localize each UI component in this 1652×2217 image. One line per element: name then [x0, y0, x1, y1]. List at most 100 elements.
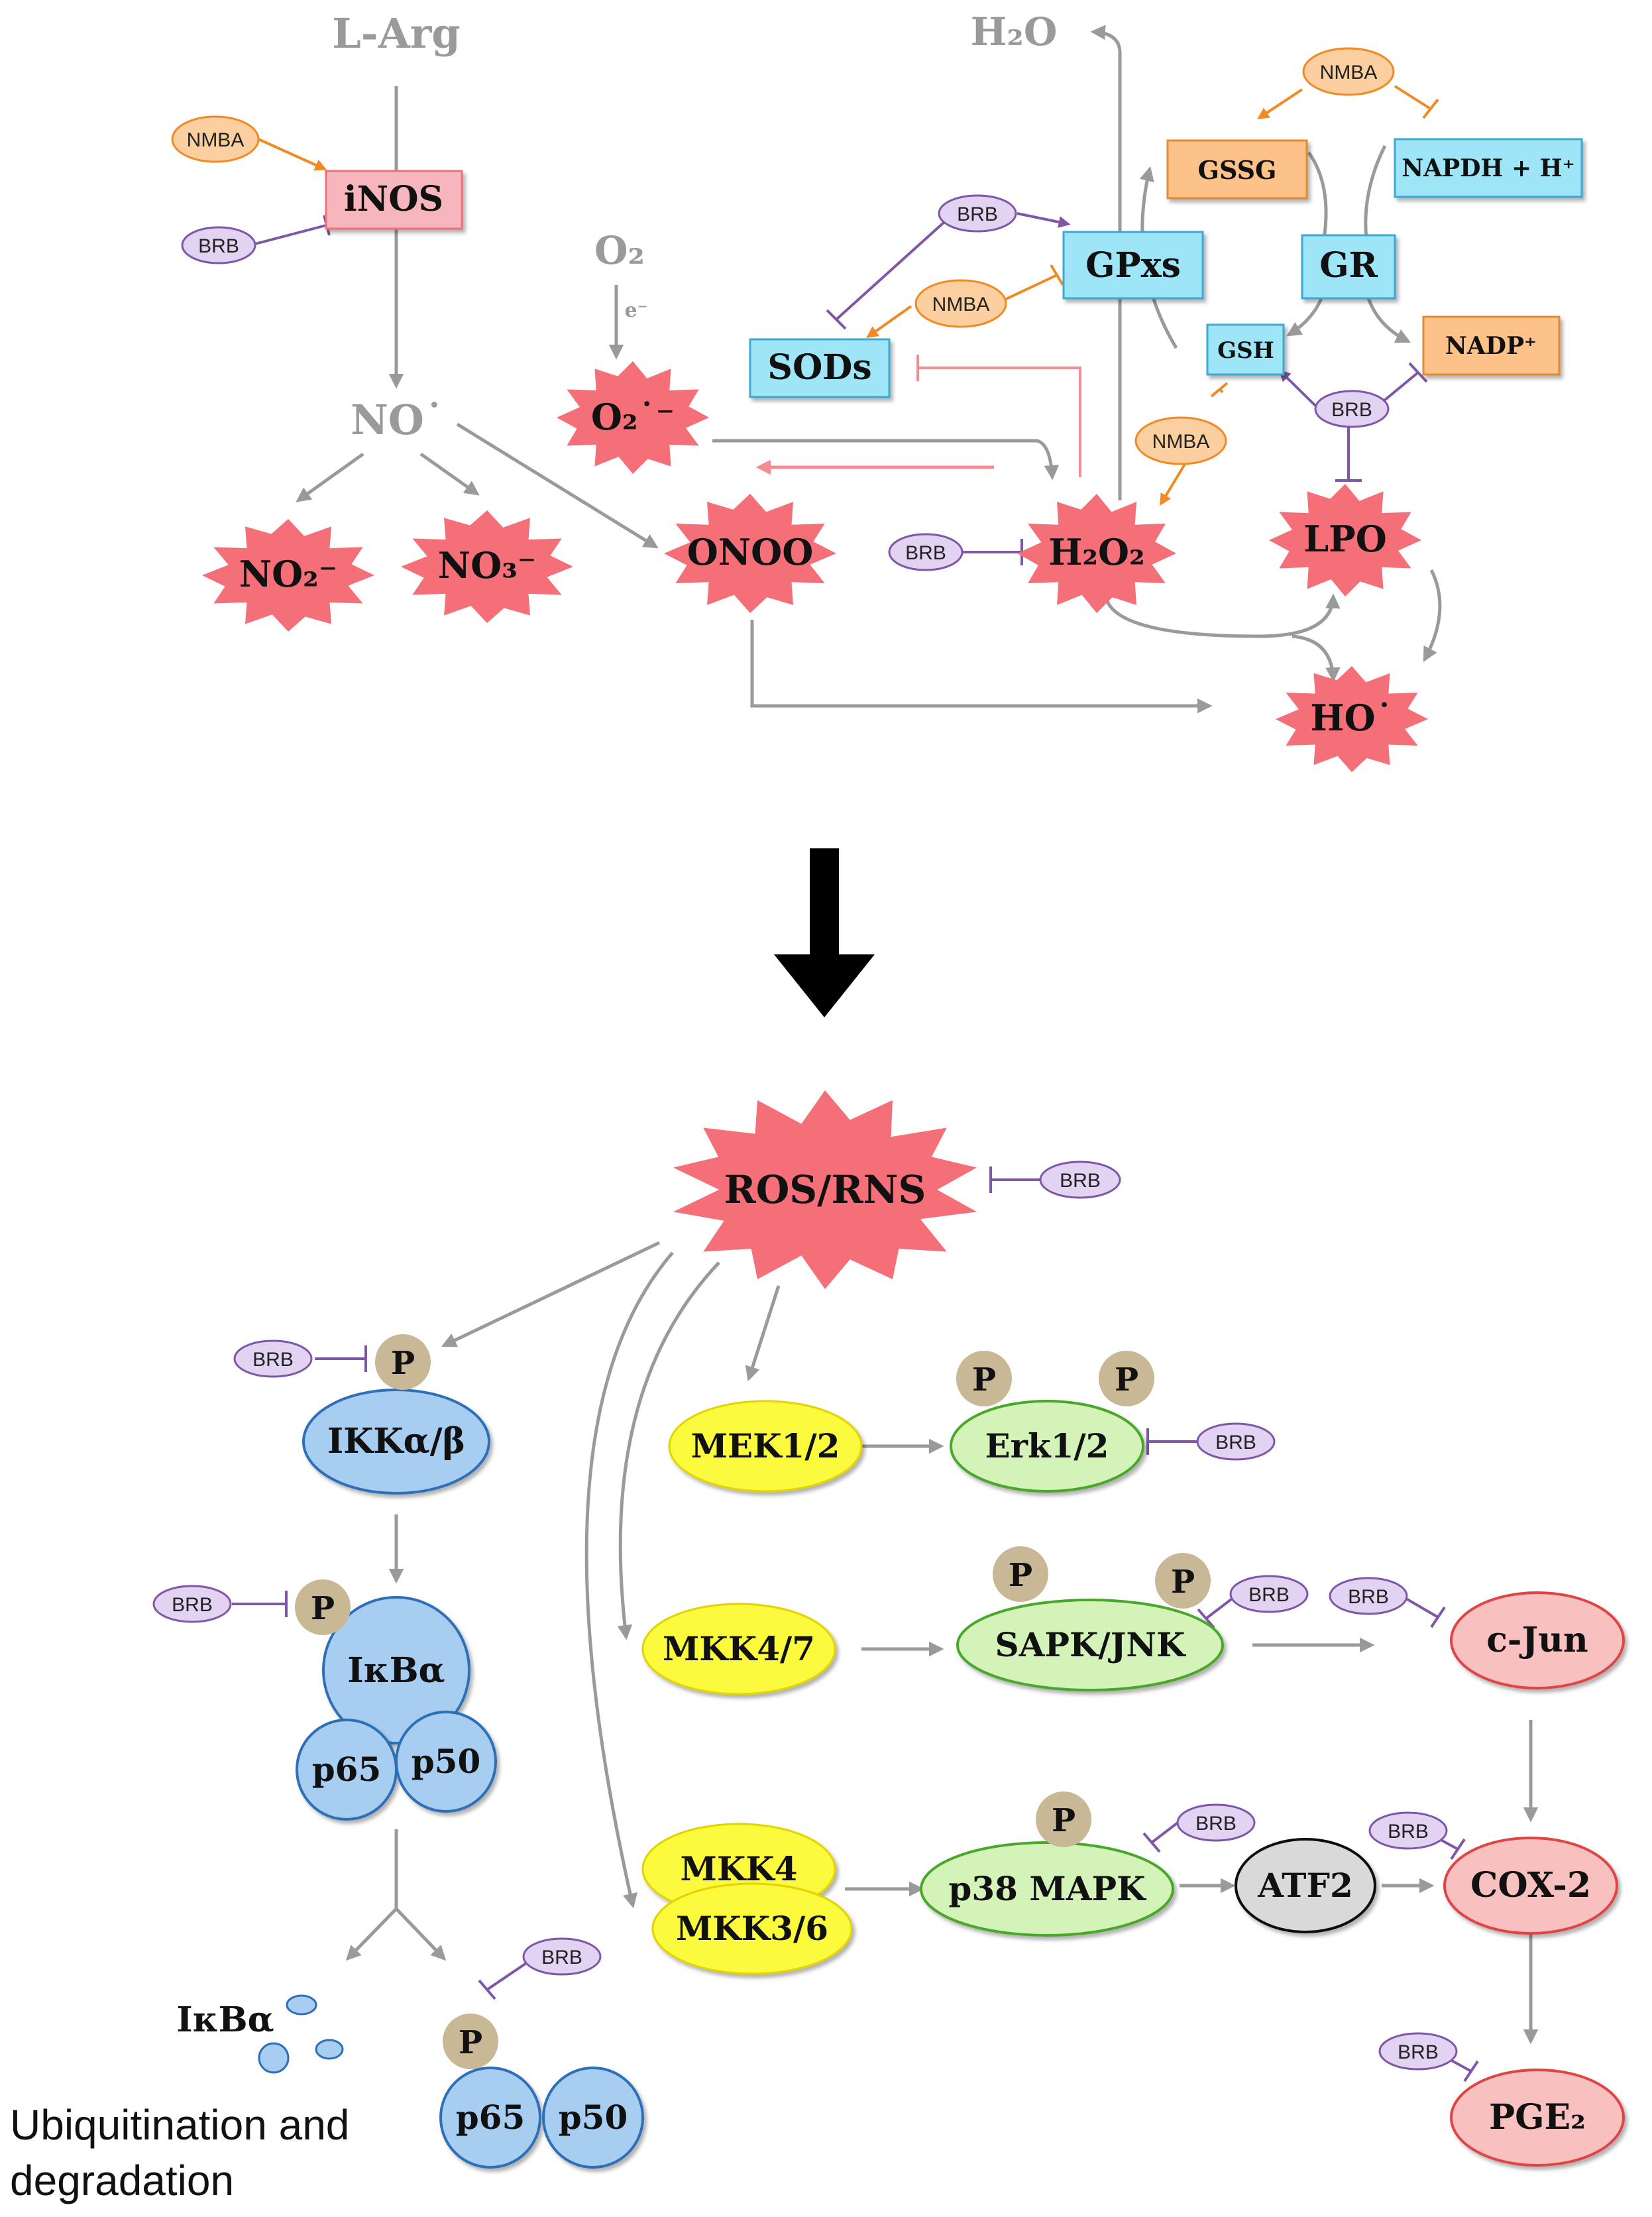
- svg-text:BRB: BRB: [541, 1947, 582, 1968]
- phospho-erk-2: P: [1099, 1351, 1154, 1406]
- degradation-fragments: [258, 1994, 344, 2074]
- ros-rns-burst-shape: [673, 1090, 977, 1289]
- svg-text:P: P: [1052, 1802, 1075, 1839]
- superoxide-label: O₂˙⁻: [591, 396, 675, 438]
- napdh-label: NAPDH + H⁺: [1402, 154, 1574, 182]
- c-jun-node: c-Jun: [1450, 1591, 1625, 1689]
- svg-text:BRB: BRB: [1215, 1432, 1256, 1453]
- edge-nmba-h2o2: [1160, 461, 1187, 506]
- phospho-erk-1: P: [956, 1351, 1012, 1406]
- mek12-label: MEK1/2: [691, 1426, 840, 1465]
- svg-text:BRB: BRB: [1398, 2041, 1439, 2063]
- svg-text:BRB: BRB: [1388, 1821, 1429, 1843]
- mek12-node: MEK1/2: [668, 1400, 863, 1493]
- ho-radical-burst: HO˙: [1276, 666, 1428, 772]
- arrow-onoo-ho: [750, 620, 1213, 714]
- svg-text:NMBA: NMBA: [1320, 62, 1378, 84]
- sapk-jnk-node: SAPK/JNK: [956, 1599, 1224, 1691]
- cox2-label: COX-2: [1470, 1865, 1591, 1905]
- edge-nmba-napdh: [1394, 85, 1433, 111]
- brb-tag-cox2: BRB: [1368, 1811, 1448, 1850]
- edge-nmba-sods: [866, 305, 912, 339]
- svg-text:P: P: [1009, 1557, 1032, 1594]
- phospho-ikk: P: [375, 1334, 431, 1390]
- nmba-tag-h2o2: NMBA: [1134, 416, 1227, 465]
- sods-label: SODs: [767, 347, 871, 388]
- ubiquitination-line1: Ubiquitination and: [10, 2101, 349, 2149]
- svg-text:BRB: BRB: [1195, 1813, 1237, 1835]
- p65-label: p65: [312, 1750, 382, 1789]
- ikba-degraded-label: IκBα: [176, 2000, 274, 2040]
- nmba-tag-inos: NMBA: [171, 115, 260, 163]
- arc-napdh-gr: [1364, 144, 1387, 239]
- svg-text:NMBA: NMBA: [187, 129, 245, 151]
- ros-rns-label: ROS/RNS: [724, 1167, 926, 1212]
- ikk-node: IKKα/β: [302, 1389, 490, 1495]
- brb-tag-cjun: BRB: [1329, 1577, 1408, 1615]
- mkk47-node: MKK4/7: [641, 1603, 836, 1695]
- free-p65-label: p65: [456, 2098, 525, 2137]
- no2-burst: NO₂⁻: [202, 519, 374, 632]
- h2o-label: H₂O: [971, 9, 1058, 54]
- nadp-box: NADP⁺: [1422, 315, 1561, 376]
- phospho-p65: P: [443, 2014, 498, 2069]
- gsh-label: GSH: [1217, 337, 1274, 364]
- brb-tag-sapk: BRB: [1229, 1575, 1309, 1613]
- mkk36-node: MKK3/6: [651, 1882, 853, 1975]
- arrow-no-no2: [296, 452, 364, 502]
- p50-label: p50: [412, 1742, 481, 1781]
- ikba-complex: IκBα p65 p50: [296, 1596, 497, 1821]
- h2o2-label: H₂O₂: [1048, 531, 1144, 573]
- phospho-sapk-2: P: [1155, 1553, 1211, 1609]
- erk12-label: Erk1/2: [985, 1426, 1109, 1465]
- svg-text:BRB: BRB: [1331, 399, 1372, 421]
- atf2-label: ATF2: [1257, 1866, 1353, 1905]
- top-modulator-edges: [254, 85, 1439, 565]
- arrow-superoxide-h2o2: [712, 439, 1060, 481]
- free-p50-label: p50: [559, 2098, 628, 2137]
- no3-burst: NO₃⁻: [401, 510, 573, 623]
- l-arg-label: L-Arg: [332, 9, 460, 58]
- arrow-ros-ikk: [441, 1241, 661, 1347]
- arrow-ros-mkk4: [584, 1251, 674, 1909]
- no2-burst-shape: [202, 519, 374, 632]
- svg-text:P: P: [1115, 1361, 1138, 1398]
- phospho-sapk-1: P: [993, 1546, 1048, 1602]
- lpo-burst: LPO: [1269, 484, 1421, 597]
- gr-label: GR: [1319, 245, 1378, 286]
- sods-box: SODs: [749, 338, 891, 398]
- svg-text:P: P: [459, 2024, 482, 2061]
- h2o2-burst: H₂O₂: [1017, 494, 1176, 613]
- arrow-h2o2-ho: [1292, 634, 1341, 683]
- edge-nmba-gssg: [1256, 88, 1303, 119]
- no2-label: NO₂⁻: [239, 553, 338, 595]
- nmba-tag-gssg: NMBA: [1302, 47, 1395, 96]
- p38-mapk-label: p38 MAPK: [948, 1869, 1146, 1908]
- brb-tag-p38: BRB: [1176, 1803, 1256, 1842]
- pge2-node: PGE₂: [1450, 2069, 1625, 2167]
- ubiquitination-line2: degradation: [10, 2157, 234, 2204]
- onoo-burst-shape: [664, 494, 836, 613]
- brb-tag-ros: BRB: [1039, 1161, 1121, 1199]
- o2-label: O₂: [594, 228, 645, 273]
- gssg-box: GSSG: [1166, 139, 1308, 199]
- svg-text:BRB: BRB: [252, 1349, 294, 1371]
- brb-tag-ikba: BRB: [152, 1585, 232, 1623]
- electron-label: e⁻: [625, 299, 648, 322]
- brb-tag-gsh: BRB: [1314, 390, 1390, 428]
- free-p65-p50: p65 p50: [439, 2067, 644, 2169]
- erk12-node: Erk1/2: [950, 1400, 1144, 1493]
- brb-tag-p65: BRB: [522, 1937, 602, 1976]
- gpxs-label: GPxs: [1085, 245, 1181, 286]
- edge-nmba-gpxs: [1000, 274, 1058, 303]
- cox2-node: COX-2: [1443, 1837, 1618, 1935]
- inos-box: iNOS: [325, 170, 463, 230]
- brb-tag-pge2: BRB: [1378, 2032, 1458, 2071]
- arrow-h2o2-h2o: [1090, 25, 1122, 500]
- edge-brb-gpxs: [1017, 212, 1071, 228]
- gpxs-box: GPxs: [1062, 231, 1204, 300]
- arrow-no-no3: [419, 452, 480, 496]
- sapk-jnk-label: SAPK/JNK: [995, 1625, 1186, 1664]
- svg-text:NMBA: NMBA: [932, 294, 990, 315]
